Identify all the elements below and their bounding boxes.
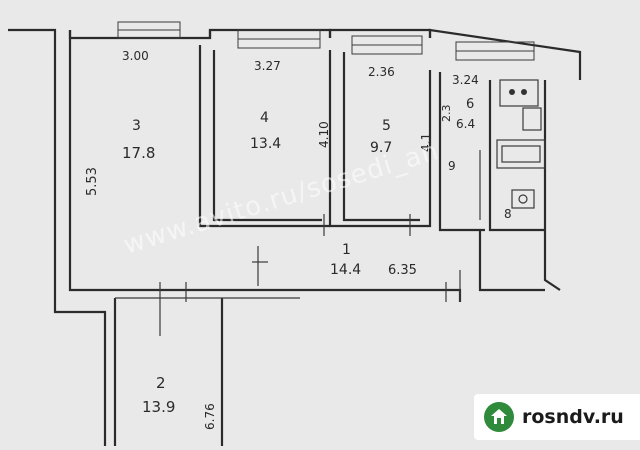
svg-text:9: 9 — [448, 159, 456, 173]
dim-room3-width: 3.00 — [122, 49, 149, 63]
svg-text:14.4: 14.4 — [330, 262, 361, 278]
room-1-label: 1 14.4 — [330, 242, 361, 278]
door-marks — [159, 150, 481, 336]
svg-text:13.9: 13.9 — [142, 398, 175, 416]
outer-wall — [8, 28, 107, 446]
room-8-label: 8 — [504, 207, 512, 221]
room-3-label: 3 17.8 — [122, 118, 155, 162]
room-9-label: 9 — [448, 159, 456, 173]
room-2-label: 2 13.9 — [142, 374, 175, 416]
svg-text:1: 1 — [342, 242, 351, 258]
room-4-label: 4 13.4 — [250, 110, 281, 152]
dim-height-left: 5.53 — [85, 167, 100, 196]
kitchen-stove — [499, 79, 539, 107]
svg-text:5: 5 — [382, 118, 391, 134]
kitchen-sink — [522, 107, 542, 131]
house-icon — [484, 402, 514, 432]
dim-room2-depth: 6.76 — [203, 403, 217, 430]
dim-room4-width: 3.27 — [254, 59, 281, 73]
svg-text:9.7: 9.7 — [370, 140, 392, 156]
svg-text:2: 2 — [156, 374, 166, 392]
room-6-label: 6 6.4 — [456, 97, 475, 131]
toilet — [511, 189, 535, 209]
dim-corridor-length: 6.35 — [388, 263, 417, 278]
dim-room5-depth: 4.1 — [419, 133, 433, 152]
svg-text:3: 3 — [132, 118, 141, 134]
svg-text:13.4: 13.4 — [250, 136, 281, 152]
room-5-label: 5 9.7 — [370, 118, 392, 156]
bathtub — [496, 139, 546, 169]
svg-text:17.8: 17.8 — [122, 144, 155, 162]
svg-text:6.4: 6.4 — [456, 117, 475, 131]
dim-small-depth: 2.3 — [440, 105, 453, 123]
svg-text:4: 4 — [260, 110, 269, 126]
dim-room5-width: 2.36 — [368, 65, 395, 79]
dim-room6-width: 3.24 — [452, 73, 479, 87]
windows — [117, 21, 535, 61]
svg-text:8: 8 — [504, 207, 512, 221]
dim-room4-depth: 4.10 — [317, 121, 331, 148]
svg-text:6: 6 — [466, 97, 474, 112]
logo[interactable]: rosndv.ru — [474, 394, 640, 440]
logo-text: rosndv.ru — [522, 406, 624, 428]
